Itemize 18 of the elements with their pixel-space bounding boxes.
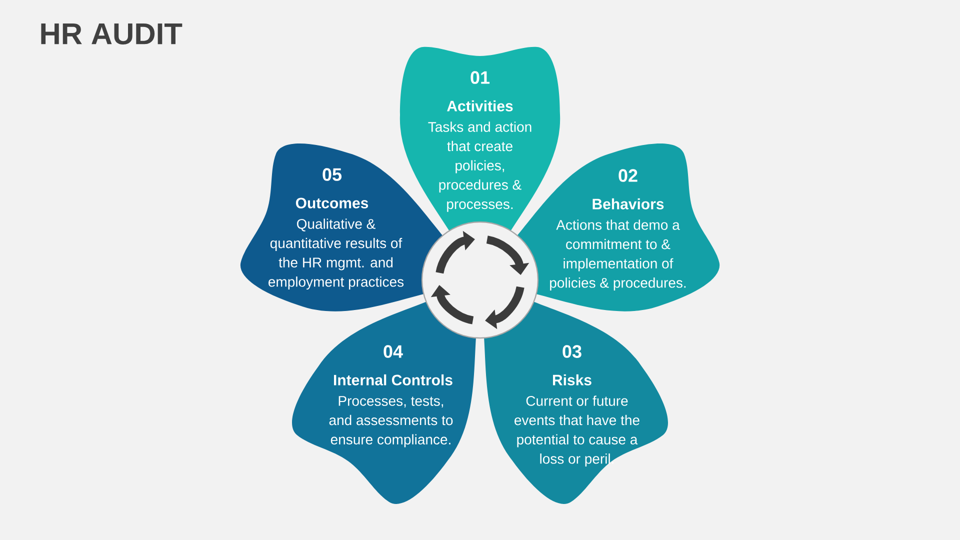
title: HR AUDIT xyxy=(41,24,182,44)
step-description: Current or future events that have the potential to cause a loss or peril. xyxy=(514,396,640,467)
step-number: 05 xyxy=(322,168,342,181)
petal xyxy=(292,300,476,504)
step-title: Outcomes xyxy=(296,198,368,208)
step-number: 04 xyxy=(384,345,403,358)
petal xyxy=(484,300,668,504)
step-description: Tasks and action that create policies, procedures & processes. xyxy=(428,122,532,212)
step-description: Processes, tests, and assessments to ensure compliance. xyxy=(329,396,453,448)
step-title: Behaviors xyxy=(592,198,664,210)
step-number: 01 xyxy=(470,71,490,84)
step-number: 02 xyxy=(618,169,638,182)
step-description: Actions that demo a commitment to & implementation of policies & procedures. xyxy=(550,220,686,291)
step-number: 03 xyxy=(562,345,582,358)
step-title: Risks xyxy=(553,374,592,386)
step-description: Qualitative & quantitative results of the HR mgmt. and employment practices xyxy=(268,218,404,290)
step-title: Activities xyxy=(447,100,513,112)
step-title: Internal Controls xyxy=(334,374,452,386)
